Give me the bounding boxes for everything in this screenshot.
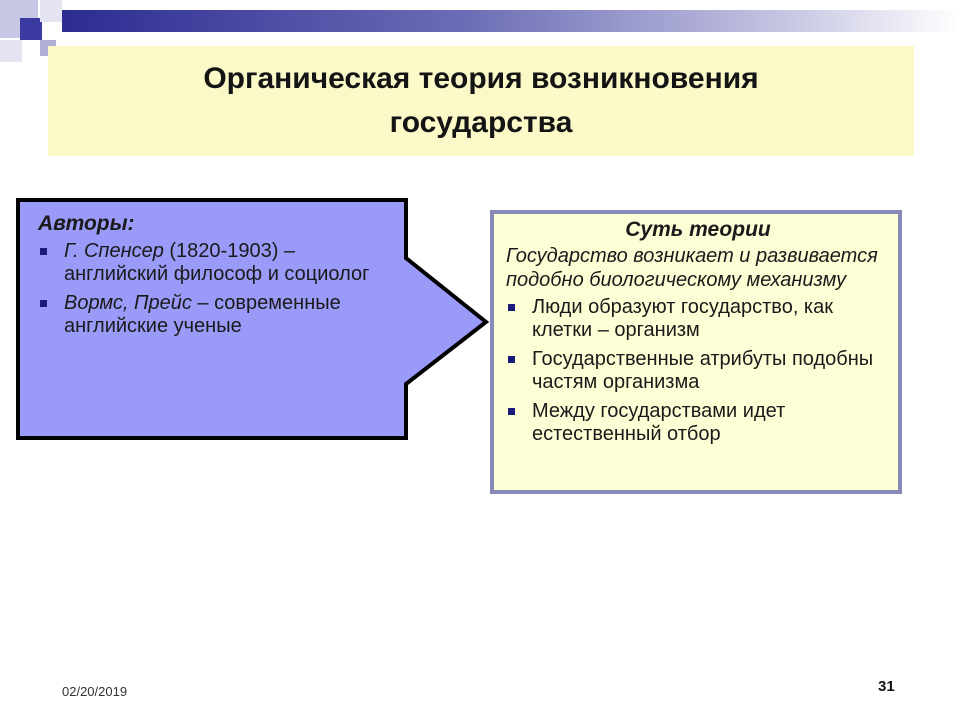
authors-callout-arrow xyxy=(16,198,490,440)
list-item: Между государствами идет естественный от… xyxy=(506,400,890,446)
square-bullet-icon xyxy=(508,304,515,311)
corner-square-dark xyxy=(20,18,42,40)
essence-list: Люди образуют государство, как клетки – … xyxy=(506,296,890,446)
corner-square-light xyxy=(40,0,62,22)
list-item: Вормс, Прейс – современные английские уч… xyxy=(38,292,394,338)
essence-heading: Суть теории xyxy=(625,218,771,241)
square-bullet-icon xyxy=(508,356,515,363)
essence-intro: Государство возникает и развивается подо… xyxy=(506,245,878,291)
author-name: Вормс, Прейс xyxy=(64,292,192,314)
slide-title: Органическая теория возникновения госуда… xyxy=(203,62,759,139)
essence-item-text: Между государствами идет естественный от… xyxy=(532,400,786,445)
author-description: – современные английские ученые xyxy=(64,292,341,337)
slide-number: 31 xyxy=(878,678,895,695)
essence-item-text: Люди образуют государство, как клетки – … xyxy=(532,296,833,341)
authors-list: Г. Спенсер (1820-1903) – английский фило… xyxy=(38,240,394,338)
header-gradient-bar xyxy=(62,10,960,32)
list-item: Люди образуют государство, как клетки – … xyxy=(506,296,890,342)
list-item: Государственные атрибуты подобны частям … xyxy=(506,348,890,394)
square-bullet-icon xyxy=(40,248,47,255)
authors-heading: Авторы: xyxy=(38,212,135,235)
author-description: (1820-1903) – английский философ и социо… xyxy=(64,240,370,285)
title-box: Органическая теория возникновения госуда… xyxy=(48,46,914,156)
essence-box: Суть теории Государство возникает и разв… xyxy=(490,210,902,494)
square-bullet-icon xyxy=(40,300,47,307)
authors-box: Авторы: Г. Спенсер (1820-1903) – английс… xyxy=(24,204,408,430)
corner-square-light xyxy=(0,40,22,62)
list-item: Г. Спенсер (1820-1903) – английский фило… xyxy=(38,240,394,286)
square-bullet-icon xyxy=(508,408,515,415)
footer-date: 02/20/2019 xyxy=(62,684,128,699)
author-name: Г. Спенсер xyxy=(64,240,164,262)
essence-item-text: Государственные атрибуты подобны частям … xyxy=(532,348,874,393)
